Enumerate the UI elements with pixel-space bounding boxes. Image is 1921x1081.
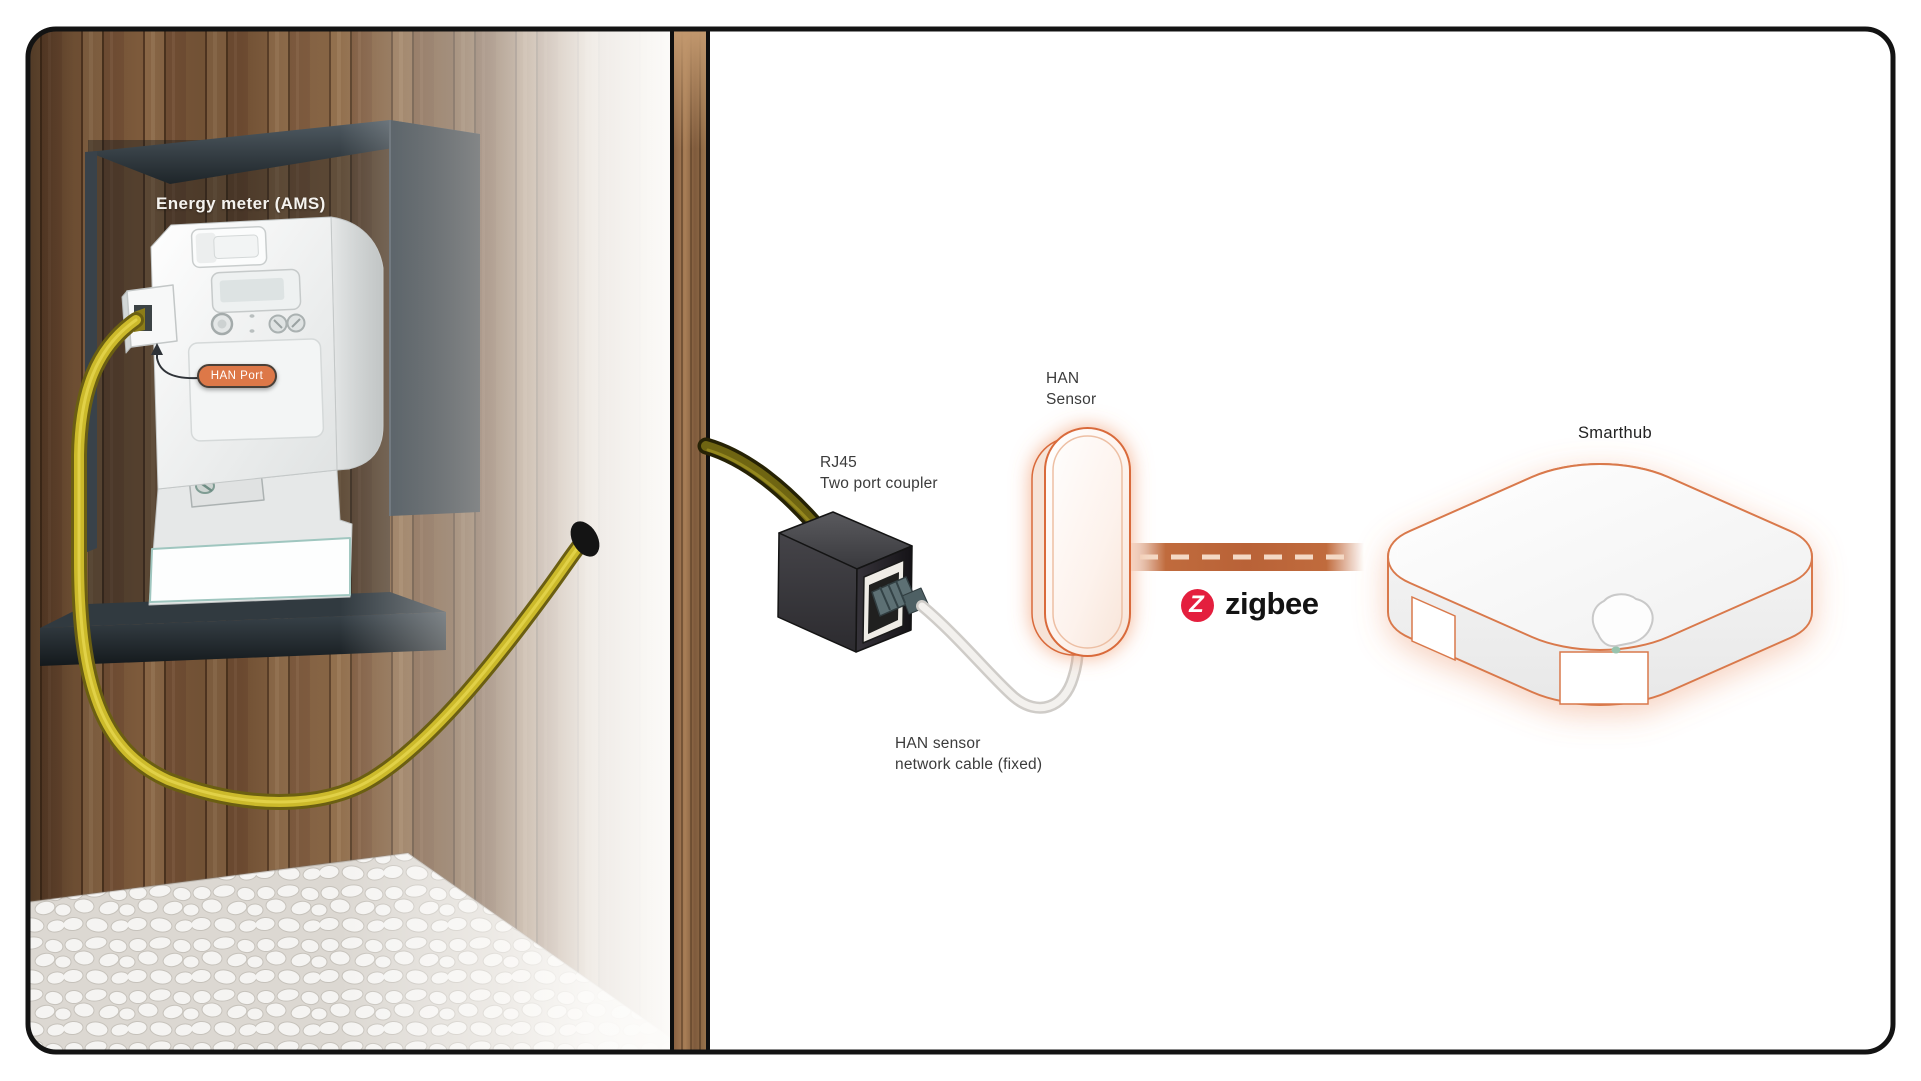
- zigbee-logo: Z zigbee: [1181, 586, 1319, 622]
- wall-hole: [570, 521, 600, 557]
- zigbee-wordmark: zigbee: [1225, 586, 1319, 621]
- han-sensor-label: HAN Sensor: [1046, 368, 1096, 410]
- coupler-cable: [697, 437, 827, 537]
- network-cable-label-line2: network cable (fixed): [895, 756, 1043, 773]
- smarthub-device: [1386, 462, 1814, 707]
- smarthub-status-led: [1611, 646, 1621, 654]
- outer-frame: [25, 26, 1896, 1055]
- coupler-label-line1: RJ45: [820, 454, 857, 471]
- coupler-label: RJ45 Two port coupler: [820, 452, 938, 494]
- smarthub-label: Smarthub: [1578, 424, 1652, 442]
- meter-breaker: [190, 225, 268, 269]
- meter-controls: [203, 312, 306, 348]
- network-cable-label: HAN sensor network cable (fixed): [895, 733, 1042, 775]
- meter-lower-panel: [187, 338, 325, 442]
- wall-light-fade: [340, 29, 677, 1052]
- smarthub-logo-emblem: [1591, 593, 1654, 648]
- network-cable: [916, 600, 1084, 714]
- han-sensor-label-line1: HAN: [1046, 370, 1080, 387]
- zigbee-signal-band: [1128, 543, 1364, 571]
- smarthub-side-notch: [1411, 595, 1456, 662]
- meter-cable: [71, 312, 591, 810]
- han-port-label: HAN Port: [210, 370, 264, 382]
- energy-meter-label: Energy meter (AMS): [156, 194, 326, 213]
- han-sensor: [1031, 427, 1131, 657]
- han-port-badge: HAN Port: [197, 364, 277, 388]
- smarthub-front-notch: [1559, 651, 1649, 705]
- meter-bottom-panel: [149, 537, 351, 603]
- meter-display: [210, 268, 302, 314]
- zigbee-icon: Z: [1181, 589, 1214, 622]
- wall-left-shadow: [28, 29, 74, 1052]
- zigbee-icon-letter: Z: [1189, 590, 1204, 618]
- rj45-coupler: [777, 511, 930, 653]
- han-sensor-label-line2: Sensor: [1046, 391, 1097, 408]
- network-cable-label-line1: HAN sensor: [895, 735, 981, 752]
- wall-divider: [670, 29, 710, 1052]
- han-port-arrow: [151, 343, 199, 380]
- coupler-label-line2: Two port coupler: [820, 475, 938, 492]
